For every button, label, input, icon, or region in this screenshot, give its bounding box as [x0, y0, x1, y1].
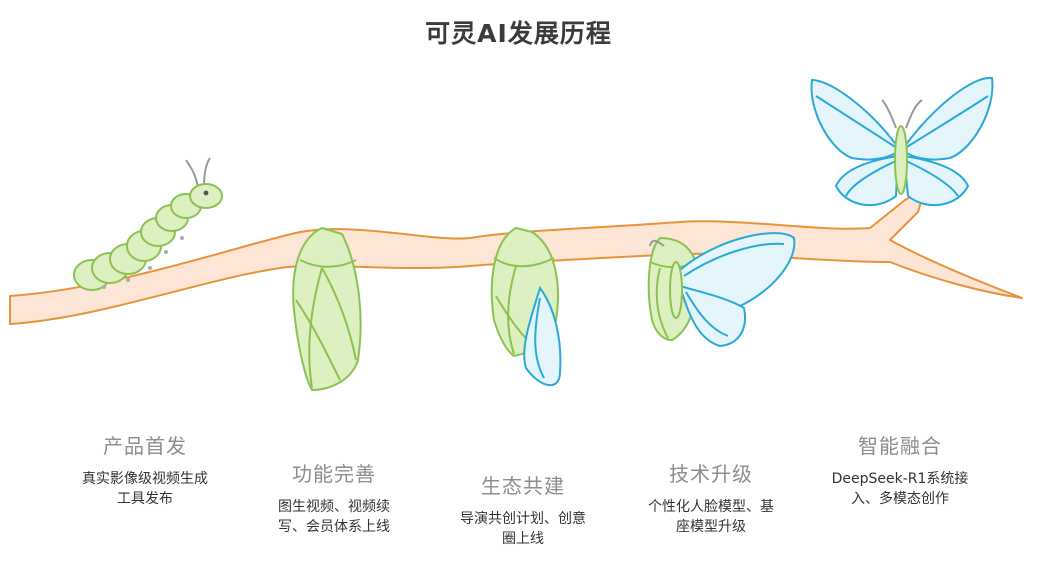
stage-description: 真实影像级视频生成 工具发布 — [55, 469, 235, 509]
stage-title: 产品首发 — [103, 434, 187, 458]
stage-description: 个性化人脸模型、基 座模型升级 — [621, 497, 801, 537]
butterfly-emerging-icon — [647, 232, 796, 348]
stage-4: 技术升级 个性化人脸模型、基 座模型升级 — [621, 458, 801, 537]
stage-description-line: 真实影像级视频生成 — [82, 471, 208, 487]
stage-description: DeepSeek-R1系统接 入、多模态创作 — [810, 469, 990, 509]
caterpillar-icon — [73, 157, 223, 291]
stage-description-line: 圈上线 — [502, 531, 544, 547]
stage-description-line: 座模型升级 — [676, 519, 746, 535]
page-title: 可灵AI发展历程 — [425, 19, 612, 48]
stage-description-line: 入、多模态创作 — [851, 491, 949, 507]
stage-5: 智能融合 DeepSeek-R1系统接 入、多模态创作 — [810, 430, 990, 509]
stage-description-line: 导演共创计划、创意 — [460, 511, 586, 527]
stage-description-line: 图生视频、视频续 — [278, 499, 390, 515]
cocoon-emerging-icon — [490, 226, 562, 387]
stage-title: 功能完善 — [292, 462, 376, 486]
stage-title: 生态共建 — [481, 474, 565, 498]
stage-1: 产品首发 真实影像级视频生成 工具发布 — [55, 430, 235, 509]
stage-2: 功能完善 图生视频、视频续 写、会员体系上线 — [244, 458, 424, 537]
stage-3: 生态共建 导演共创计划、创意 圈上线 — [433, 470, 613, 549]
stage-description: 导演共创计划、创意 圈上线 — [433, 509, 613, 549]
stage-description-line: DeepSeek-R1系统接 — [831, 471, 969, 487]
butterfly-icon — [810, 76, 994, 206]
stage-description-line: 写、会员体系上线 — [278, 519, 390, 535]
cocoon-icon — [292, 226, 362, 392]
stage-description-line: 个性化人脸模型、基 — [648, 499, 774, 515]
stage-title: 技术升级 — [669, 462, 753, 486]
stage-description-line: 工具发布 — [117, 491, 173, 507]
stage-description: 图生视频、视频续 写、会员体系上线 — [244, 497, 424, 537]
stage-title: 智能融合 — [858, 434, 942, 458]
